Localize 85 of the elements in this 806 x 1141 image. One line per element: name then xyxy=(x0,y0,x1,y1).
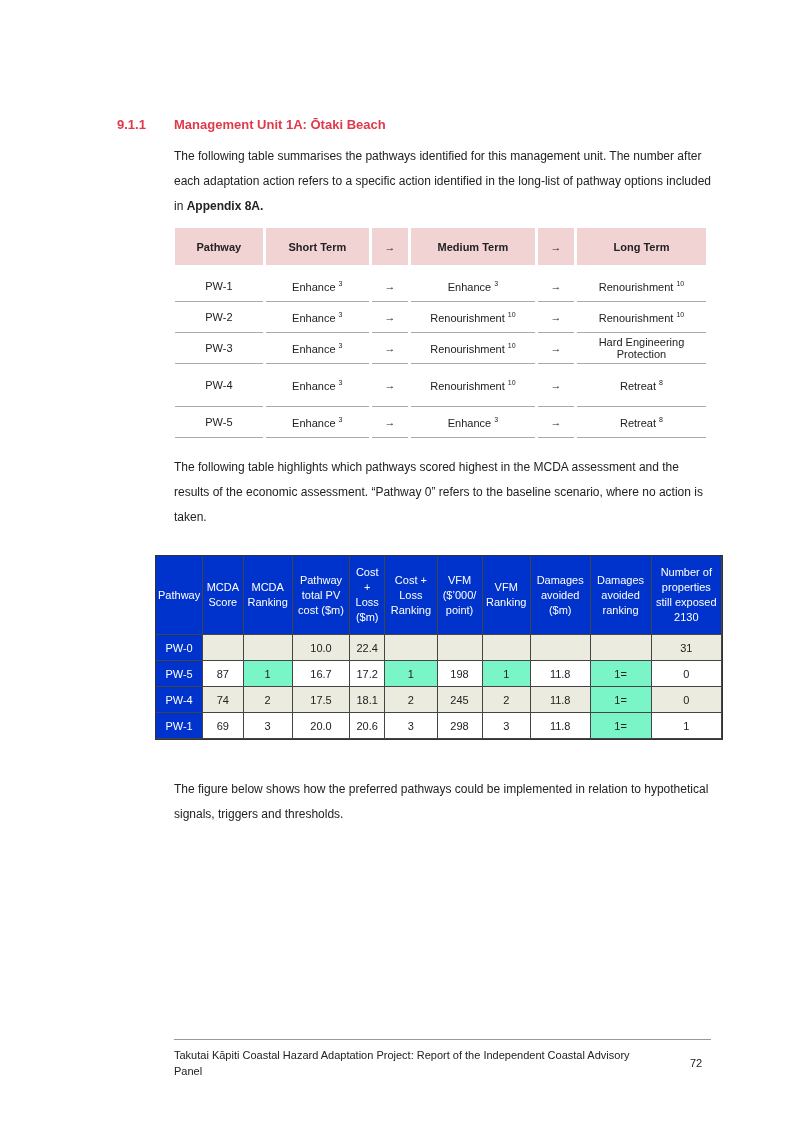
table-cell: PW-5 xyxy=(175,407,263,438)
table-cell: → xyxy=(371,333,408,364)
column-header: Damages avoided ranking xyxy=(590,556,652,635)
table-cell: Retreat $^{8}$ xyxy=(576,407,706,438)
table-cell: 298 xyxy=(437,713,483,739)
body-paragraph: The following table highlights which pathways scored highest in the MCDA assessment and the results of the economic assessment. “Pathway 0” refers to the baseline scenario, where no action is taken. xyxy=(174,459,704,526)
column-header: Number of properties still exposed 2130 xyxy=(651,556,722,635)
table-cell: Enhance $^{3}$ xyxy=(411,271,535,302)
body-paragraph: The following table summarises the pathways identified for this management unit. The number after each adaptation action refers to a specific action identified in the long-list of pathway options included in Appendix 8A. xyxy=(174,148,712,215)
table-cell: Hard Engineering Protection xyxy=(576,333,706,364)
column-header: Pathway total PV cost ($m) xyxy=(292,556,351,635)
table-cell: Enhance $^{3}$ xyxy=(265,302,369,333)
page-number: 72 xyxy=(690,1057,703,1069)
table-cell: PW-1 xyxy=(156,713,204,739)
table-cell: 10.0 xyxy=(292,635,351,661)
table-cell: PW-4 xyxy=(175,364,263,407)
table-cell: → xyxy=(371,302,408,333)
column-header: MCDA Ranking xyxy=(243,556,293,635)
table-cell: 1 xyxy=(651,713,722,739)
table-cell: 22.4 xyxy=(350,635,386,661)
table-cell: PW-1 xyxy=(175,271,263,302)
table-cell: 1 xyxy=(482,661,531,687)
table-cell: PW-4 xyxy=(156,687,204,713)
table-cell: Enhance $^{3}$ xyxy=(265,364,369,407)
table-cell: 1 xyxy=(243,661,293,687)
column-header: → xyxy=(537,228,574,265)
table-cell: → xyxy=(537,333,574,364)
table-cell: 2 xyxy=(243,687,293,713)
section-heading: Management Unit 1A: Ōtaki Beach xyxy=(174,117,386,132)
column-header: Short Term xyxy=(265,228,369,265)
table-cell: 2 xyxy=(482,687,531,713)
table-cell: 3 xyxy=(243,713,293,739)
table-cell: 17.5 xyxy=(292,687,351,713)
table-cell: 69 xyxy=(203,713,244,739)
column-header: Pathway xyxy=(156,556,204,635)
table-cell: → xyxy=(371,364,408,407)
table-cell: → xyxy=(371,271,408,302)
table-cell: Renourishment $^{10}$ xyxy=(411,364,535,407)
table-cell: 1= xyxy=(590,687,652,713)
table-cell: PW-0 xyxy=(156,635,204,661)
column-header: VFM ($’000/ point) xyxy=(437,556,483,635)
table-cell: Renourishment $^{10}$ xyxy=(576,271,706,302)
table-cell: PW-5 xyxy=(156,661,204,687)
table-cell: → xyxy=(371,407,408,438)
column-header: Damages avoided ($m) xyxy=(530,556,591,635)
table-cell: Renourishment $^{10}$ xyxy=(411,302,535,333)
table-cell: 11.8 xyxy=(530,713,591,739)
table-cell: PW-2 xyxy=(175,302,263,333)
table-cell: 20.0 xyxy=(292,713,351,739)
table-cell: → xyxy=(537,364,574,407)
table-cell: Renourishment $^{10}$ xyxy=(576,302,706,333)
table-cell: Renourishment $^{10}$ xyxy=(411,333,535,364)
table-cell: 74 xyxy=(203,687,244,713)
column-header: Pathway xyxy=(175,228,263,265)
table-cell: 3 xyxy=(482,713,531,739)
table-cell: Enhance $^{3}$ xyxy=(265,333,369,364)
section-number: 9.1.1 xyxy=(117,117,146,132)
body-paragraph: The figure below shows how the preferred pathways could be implemented in relation to hypothetical signals, triggers and thresholds. xyxy=(174,781,710,823)
column-header: Medium Term xyxy=(411,228,535,265)
footer-text: Takutai Kāpiti Coastal Hazard Adaptation Project: Report of the Independent Coastal Advisory Panel xyxy=(174,1048,631,1079)
column-header: MCDA Score xyxy=(203,556,244,635)
table-cell: 1= xyxy=(590,713,652,739)
table-cell: Enhance $^{3}$ xyxy=(265,407,369,438)
table-cell: → xyxy=(537,407,574,438)
table-cell: → xyxy=(537,302,574,333)
table-cell: 31 xyxy=(651,635,722,661)
table-cell: 18.1 xyxy=(350,687,386,713)
table-cell: 2 xyxy=(385,687,438,713)
column-header: VFM Ranking xyxy=(482,556,531,635)
table-cell: Enhance $^{3}$ xyxy=(411,407,535,438)
table-cell: 20.6 xyxy=(350,713,386,739)
column-header: → xyxy=(371,228,408,265)
table-cell: 11.8 xyxy=(530,687,591,713)
table-cell: PW-3 xyxy=(175,333,263,364)
table-cell: Retreat $^{8}$ xyxy=(576,364,706,407)
column-header: Long Term xyxy=(576,228,706,265)
table-cell: 245 xyxy=(437,687,483,713)
table-cell: Enhance $^{3}$ xyxy=(265,271,369,302)
table-cell: 3 xyxy=(385,713,438,739)
table-cell: 1= xyxy=(590,661,652,687)
table-cell: 0 xyxy=(651,687,722,713)
table-cell: 1 xyxy=(385,661,438,687)
column-header: Cost + Loss Ranking xyxy=(385,556,438,635)
table-cell: → xyxy=(537,271,574,302)
column-header: Cost + Loss ($m) xyxy=(350,556,386,635)
